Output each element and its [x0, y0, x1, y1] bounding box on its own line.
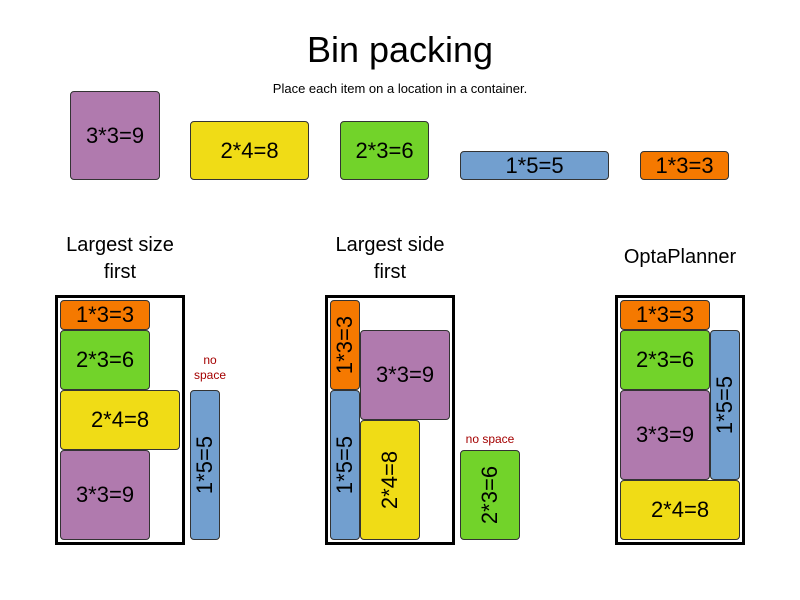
item-label: 2*3=6 — [635, 347, 695, 372]
item-label: 2*4=8 — [90, 407, 150, 432]
item-label: 3*3=9 — [375, 362, 435, 387]
item-label: 2*3=6 — [477, 465, 502, 525]
item-1x3: 1*3=3 — [640, 151, 729, 180]
heading-line: first — [103, 261, 137, 283]
item-label: 2*4=8 — [377, 450, 402, 510]
item-label: 3*3=9 — [85, 122, 145, 148]
no-space-line: no — [203, 353, 217, 367]
item-label: 2*4=8 — [650, 497, 710, 522]
item-label: 3*3=9 — [635, 422, 695, 447]
page-subtitle: Place each item on a location in a conta… — [272, 81, 528, 96]
heading-line: Largest size — [66, 234, 174, 256]
item-label: 1*3=3 — [655, 152, 714, 178]
item-1x5: 1*5=5 — [460, 151, 609, 180]
heading-largest-side-first: Largest side first — [310, 232, 470, 286]
no-space-line: space — [193, 368, 227, 382]
item-label: 1*3=3 — [75, 302, 135, 327]
item-2x4: 2*4=8 — [360, 420, 420, 540]
item-1x3: 1*3=3 — [60, 300, 150, 330]
item-label: 1*5=5 — [192, 435, 217, 495]
heading-largest-size-first: Largest size first — [40, 232, 200, 286]
item-2x4: 2*4=8 — [620, 480, 740, 540]
item-3x3: 3*3=9 — [60, 450, 150, 540]
item-3x3: 3*3=9 — [70, 91, 160, 180]
item-2x4: 2*4=8 — [60, 390, 180, 450]
item-2x3-unplaced: 2*3=6 — [460, 450, 520, 540]
no-space-label: no space — [450, 432, 530, 447]
no-space-label: no space — [180, 353, 240, 383]
item-2x4: 2*4=8 — [190, 121, 309, 180]
item-2x3: 2*3=6 — [340, 121, 429, 180]
item-1x3: 1*3=3 — [330, 300, 360, 390]
item-3x3: 3*3=9 — [360, 330, 450, 420]
item-1x5-unplaced: 1*5=5 — [190, 390, 220, 540]
item-label: 1*5=5 — [712, 375, 737, 435]
item-label: 2*3=6 — [355, 137, 414, 163]
page-title: Bin packing — [306, 29, 494, 70]
item-label: 1*3=3 — [332, 315, 357, 375]
item-label: 3*3=9 — [75, 482, 135, 507]
item-label: 1*3=3 — [635, 302, 695, 327]
heading-line: first — [373, 261, 407, 283]
item-1x5: 1*5=5 — [330, 390, 360, 540]
item-label: 1*5=5 — [505, 152, 564, 178]
item-label: 1*5=5 — [332, 435, 357, 495]
item-label: 2*4=8 — [220, 137, 279, 163]
item-2x3: 2*3=6 — [620, 330, 710, 390]
item-2x3: 2*3=6 — [60, 330, 150, 390]
item-label: 2*3=6 — [75, 347, 135, 372]
item-3x3: 3*3=9 — [620, 390, 710, 480]
item-1x3: 1*3=3 — [620, 300, 710, 330]
item-1x5: 1*5=5 — [710, 330, 740, 480]
heading-line: Largest side — [335, 234, 445, 256]
heading-line: OptaPlanner — [623, 246, 737, 268]
no-space-line: no space — [465, 432, 515, 446]
heading-optaplanner: OptaPlanner — [600, 244, 760, 271]
